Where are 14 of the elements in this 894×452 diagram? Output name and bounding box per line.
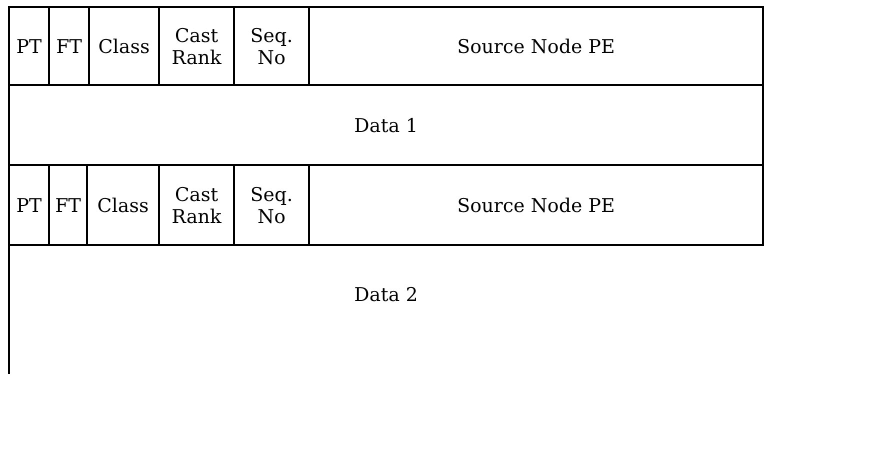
header-field: Source Node PE [308,164,764,246]
header-field: Seq. No [233,164,308,246]
header-field: PT [8,164,48,246]
header-field: FT [48,164,86,246]
header-field: Seq. No [233,6,308,86]
header-field: PT [8,6,48,86]
header-field: Cast Rank [158,6,233,86]
header-field: Class [86,164,158,246]
data-field: Data 1 [8,84,764,166]
header-field: Source Node PE [308,6,764,86]
data-field: Data 2 [8,244,762,374]
header-field: Cast Rank [158,164,233,246]
header-field: Class [88,6,158,86]
header-field: FT [48,6,88,86]
